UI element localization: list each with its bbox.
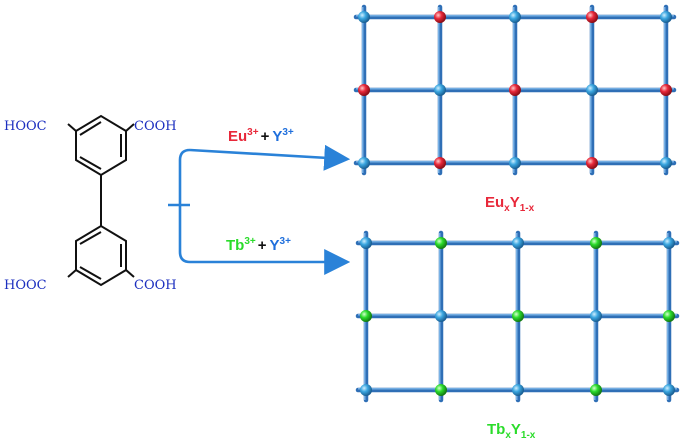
dopant-node [512, 310, 524, 322]
dopant-node [663, 310, 675, 322]
dopant-node [590, 384, 602, 396]
yttrium-node [663, 384, 675, 396]
tb-product-label: TbxY1-x [487, 421, 536, 441]
dopant-node [435, 384, 447, 396]
eu-product-label: EuxY1-x [485, 194, 535, 214]
ligand-structure [67, 114, 135, 287]
yttrium-node [512, 237, 524, 249]
eu-reaction-label: Eu3++Y3+ [228, 127, 294, 145]
dopant-node [358, 84, 370, 96]
tb-doped-framework [355, 230, 680, 403]
yttrium-node [663, 237, 675, 249]
cooh-top-right: COOH [134, 119, 177, 134]
dopant-node [434, 11, 446, 23]
yttrium-node [590, 310, 602, 322]
dopant-node [660, 84, 672, 96]
yttrium-node [586, 84, 598, 96]
dopant-node [586, 157, 598, 169]
tb-reaction-label: Tb3++Y3+ [226, 236, 291, 254]
cooh-bottom-right: COOH [134, 278, 177, 293]
bottom-benzene-ring [75, 224, 127, 287]
yttrium-node [509, 157, 521, 169]
yttrium-node [360, 384, 372, 396]
yttrium-node [358, 11, 370, 23]
yttrium-node [509, 11, 521, 23]
eu-doped-framework [353, 4, 677, 176]
dopant-node [586, 11, 598, 23]
dopant-node [435, 237, 447, 249]
yttrium-node [512, 384, 524, 396]
reaction-arrows [168, 144, 351, 275]
yttrium-node [660, 157, 672, 169]
dopant-node [590, 237, 602, 249]
dopant-node [360, 310, 372, 322]
yttrium-node [358, 157, 370, 169]
yttrium-node [434, 84, 446, 96]
dopant-node [509, 84, 521, 96]
yttrium-node [660, 11, 672, 23]
cooh-bottom-left: HOOC [4, 278, 47, 293]
cooh-top-left: HOOC [4, 119, 47, 134]
yttrium-node [435, 310, 447, 322]
top-benzene-ring [75, 114, 127, 177]
yttrium-node [360, 237, 372, 249]
dopant-node [434, 157, 446, 169]
